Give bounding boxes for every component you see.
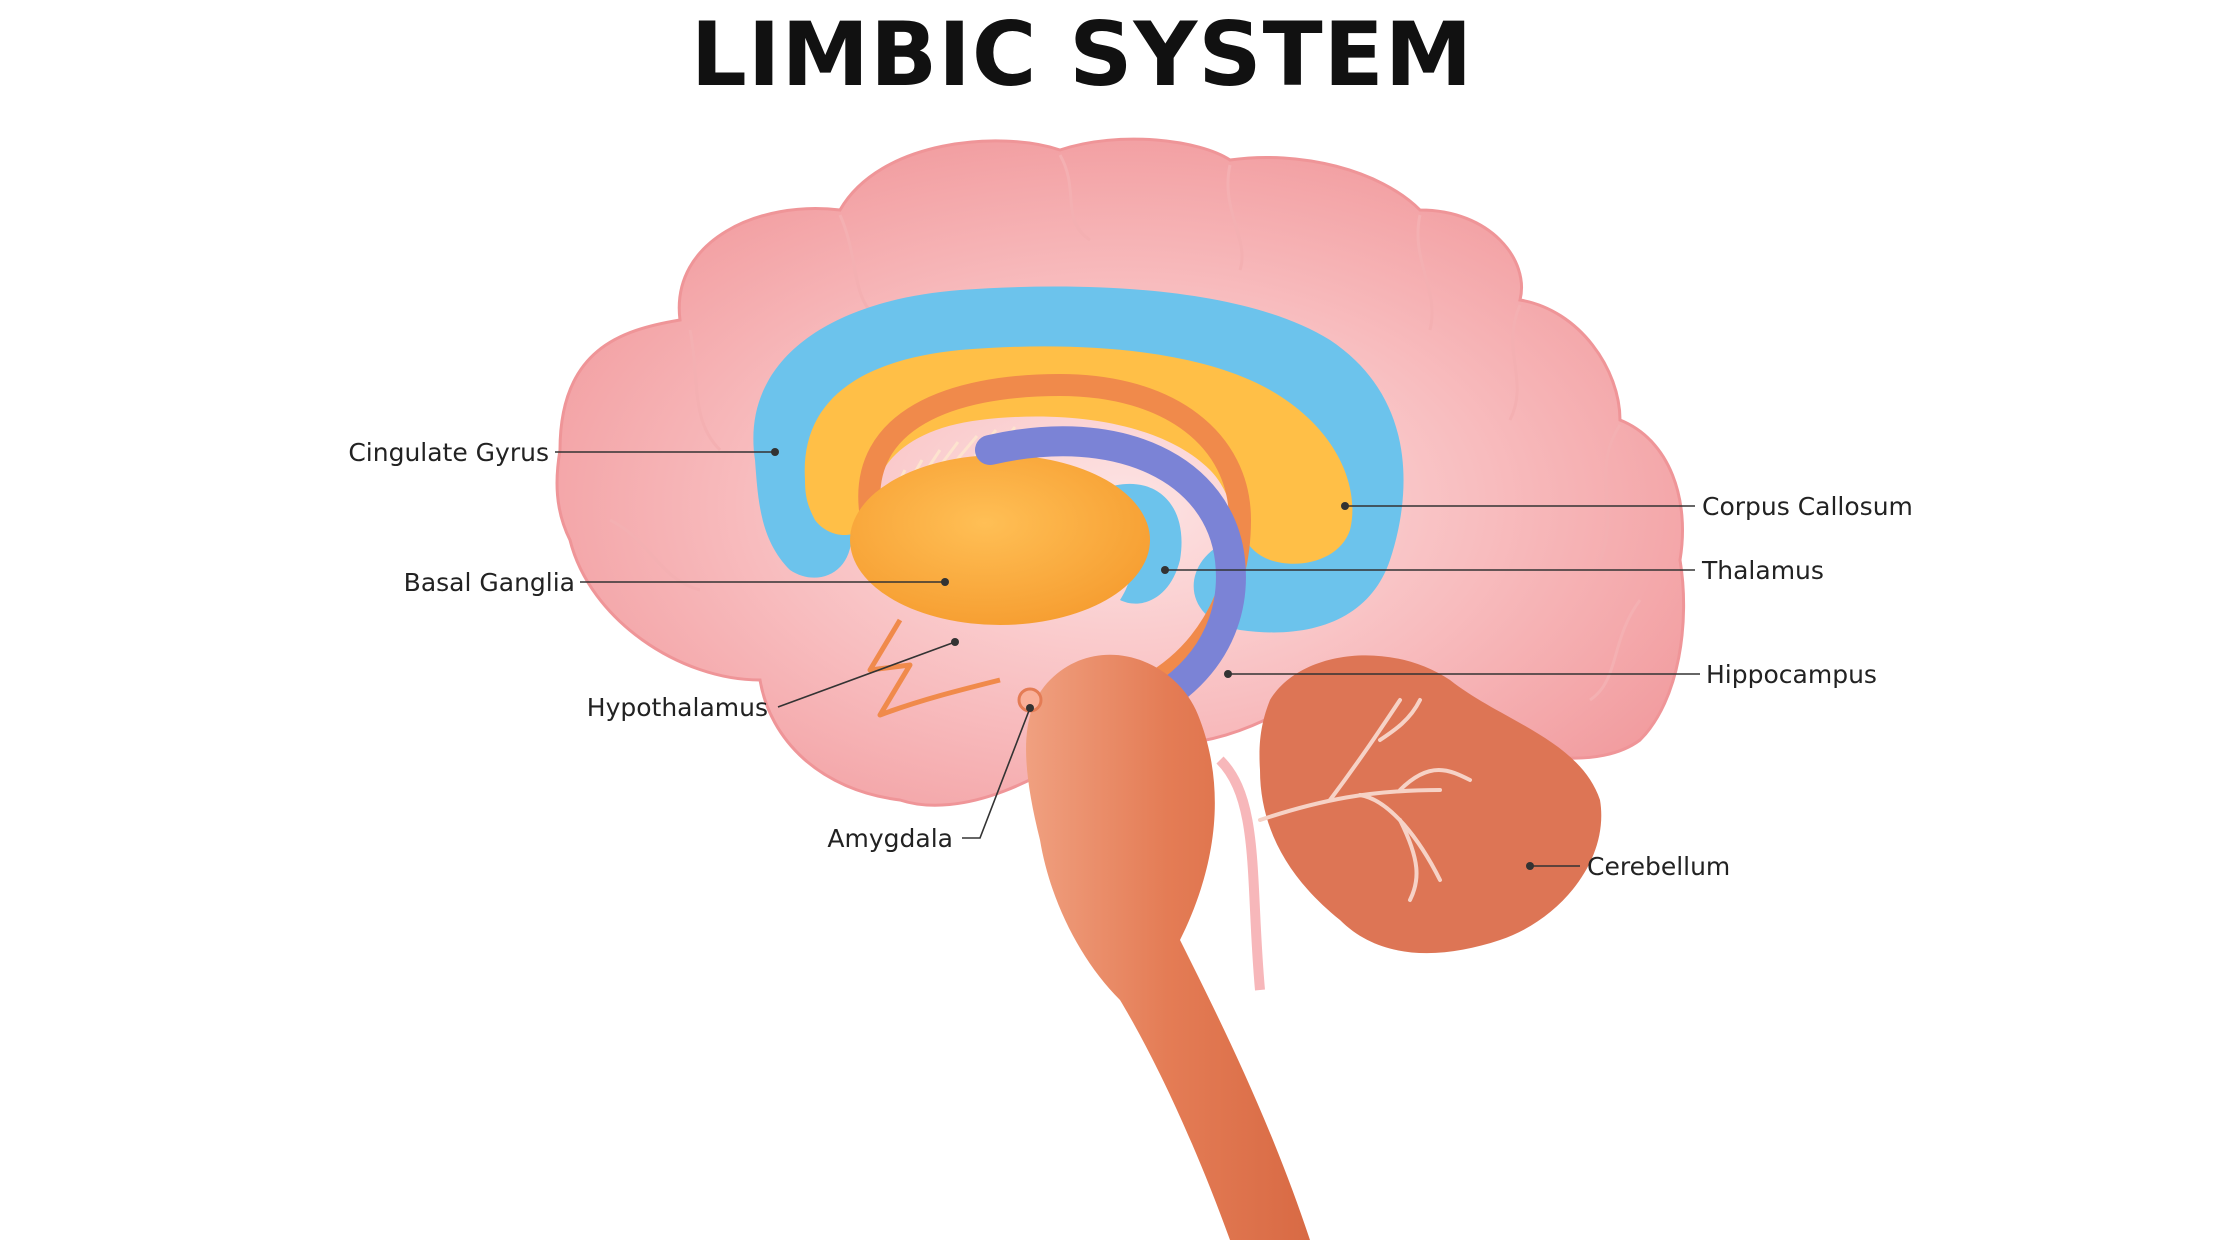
cerebellar-peduncle [1216,756,1265,991]
cerebrum-shape [555,137,1686,807]
label-hippocampus: Hippocampus [1706,660,1877,689]
hypothalamus-shape [867,618,1001,718]
page-title: LIMBIC SYSTEM [691,3,1474,106]
label-cerebellum: Cerebellum [1587,852,1730,881]
label-hypothalamus: Hypothalamus [587,693,768,722]
cerebellum-shape [1259,655,1602,954]
label-thalamus: Thalamus [1701,556,1824,585]
label-amygdala: Amygdala [827,824,953,853]
brainstem-shape [1026,654,1310,1240]
label-basal-ganglia: Basal Ganglia [404,568,575,597]
cerebellum-arbor-vitae [1258,698,1472,902]
label-corpus-callosum: Corpus Callosum [1702,492,1913,521]
label-cingulate-gyrus: Cingulate Gyrus [348,438,549,467]
leader-lines [555,448,1700,870]
basal-ganglia-shape [850,455,1150,625]
